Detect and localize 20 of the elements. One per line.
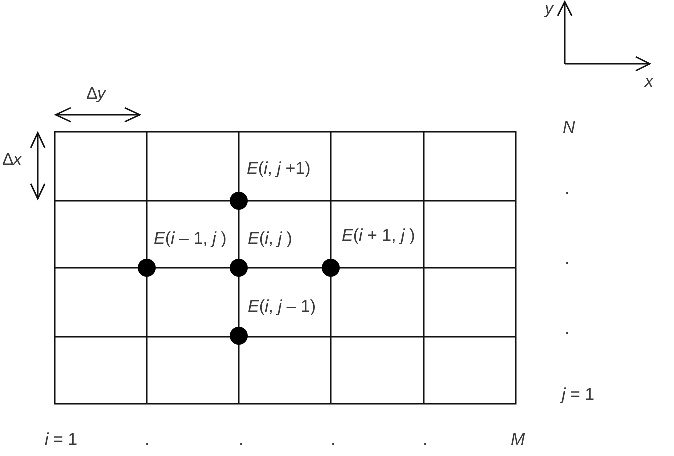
- index-label: j = 1: [562, 385, 595, 405]
- dimension-label: ∆y: [87, 84, 106, 104]
- index-label: N: [563, 118, 576, 138]
- grid-point-label: E(i, j +1): [247, 159, 311, 179]
- axis-label: x: [645, 72, 654, 92]
- ellipsis-dot: .: [565, 179, 570, 199]
- grid-point-label: E(i, j – 1): [248, 297, 316, 317]
- ellipsis-dot: .: [239, 430, 244, 450]
- ellipsis-dot: .: [565, 249, 570, 269]
- grid-point-label: E(i, j ): [248, 229, 292, 249]
- ellipsis-dot: .: [331, 430, 336, 450]
- grid-point-label: E(i – 1, j ): [154, 229, 227, 249]
- index-label: M: [511, 430, 526, 450]
- ellipsis-dot: .: [423, 430, 428, 450]
- grid-point-label: E(i + 1, j ): [342, 226, 416, 246]
- dimension-label: ∆x: [3, 150, 22, 170]
- ellipsis-dot: .: [145, 430, 150, 450]
- ellipsis-dot: .: [565, 319, 570, 339]
- index-label: i = 1: [45, 430, 78, 450]
- axis-label: y: [545, 0, 554, 19]
